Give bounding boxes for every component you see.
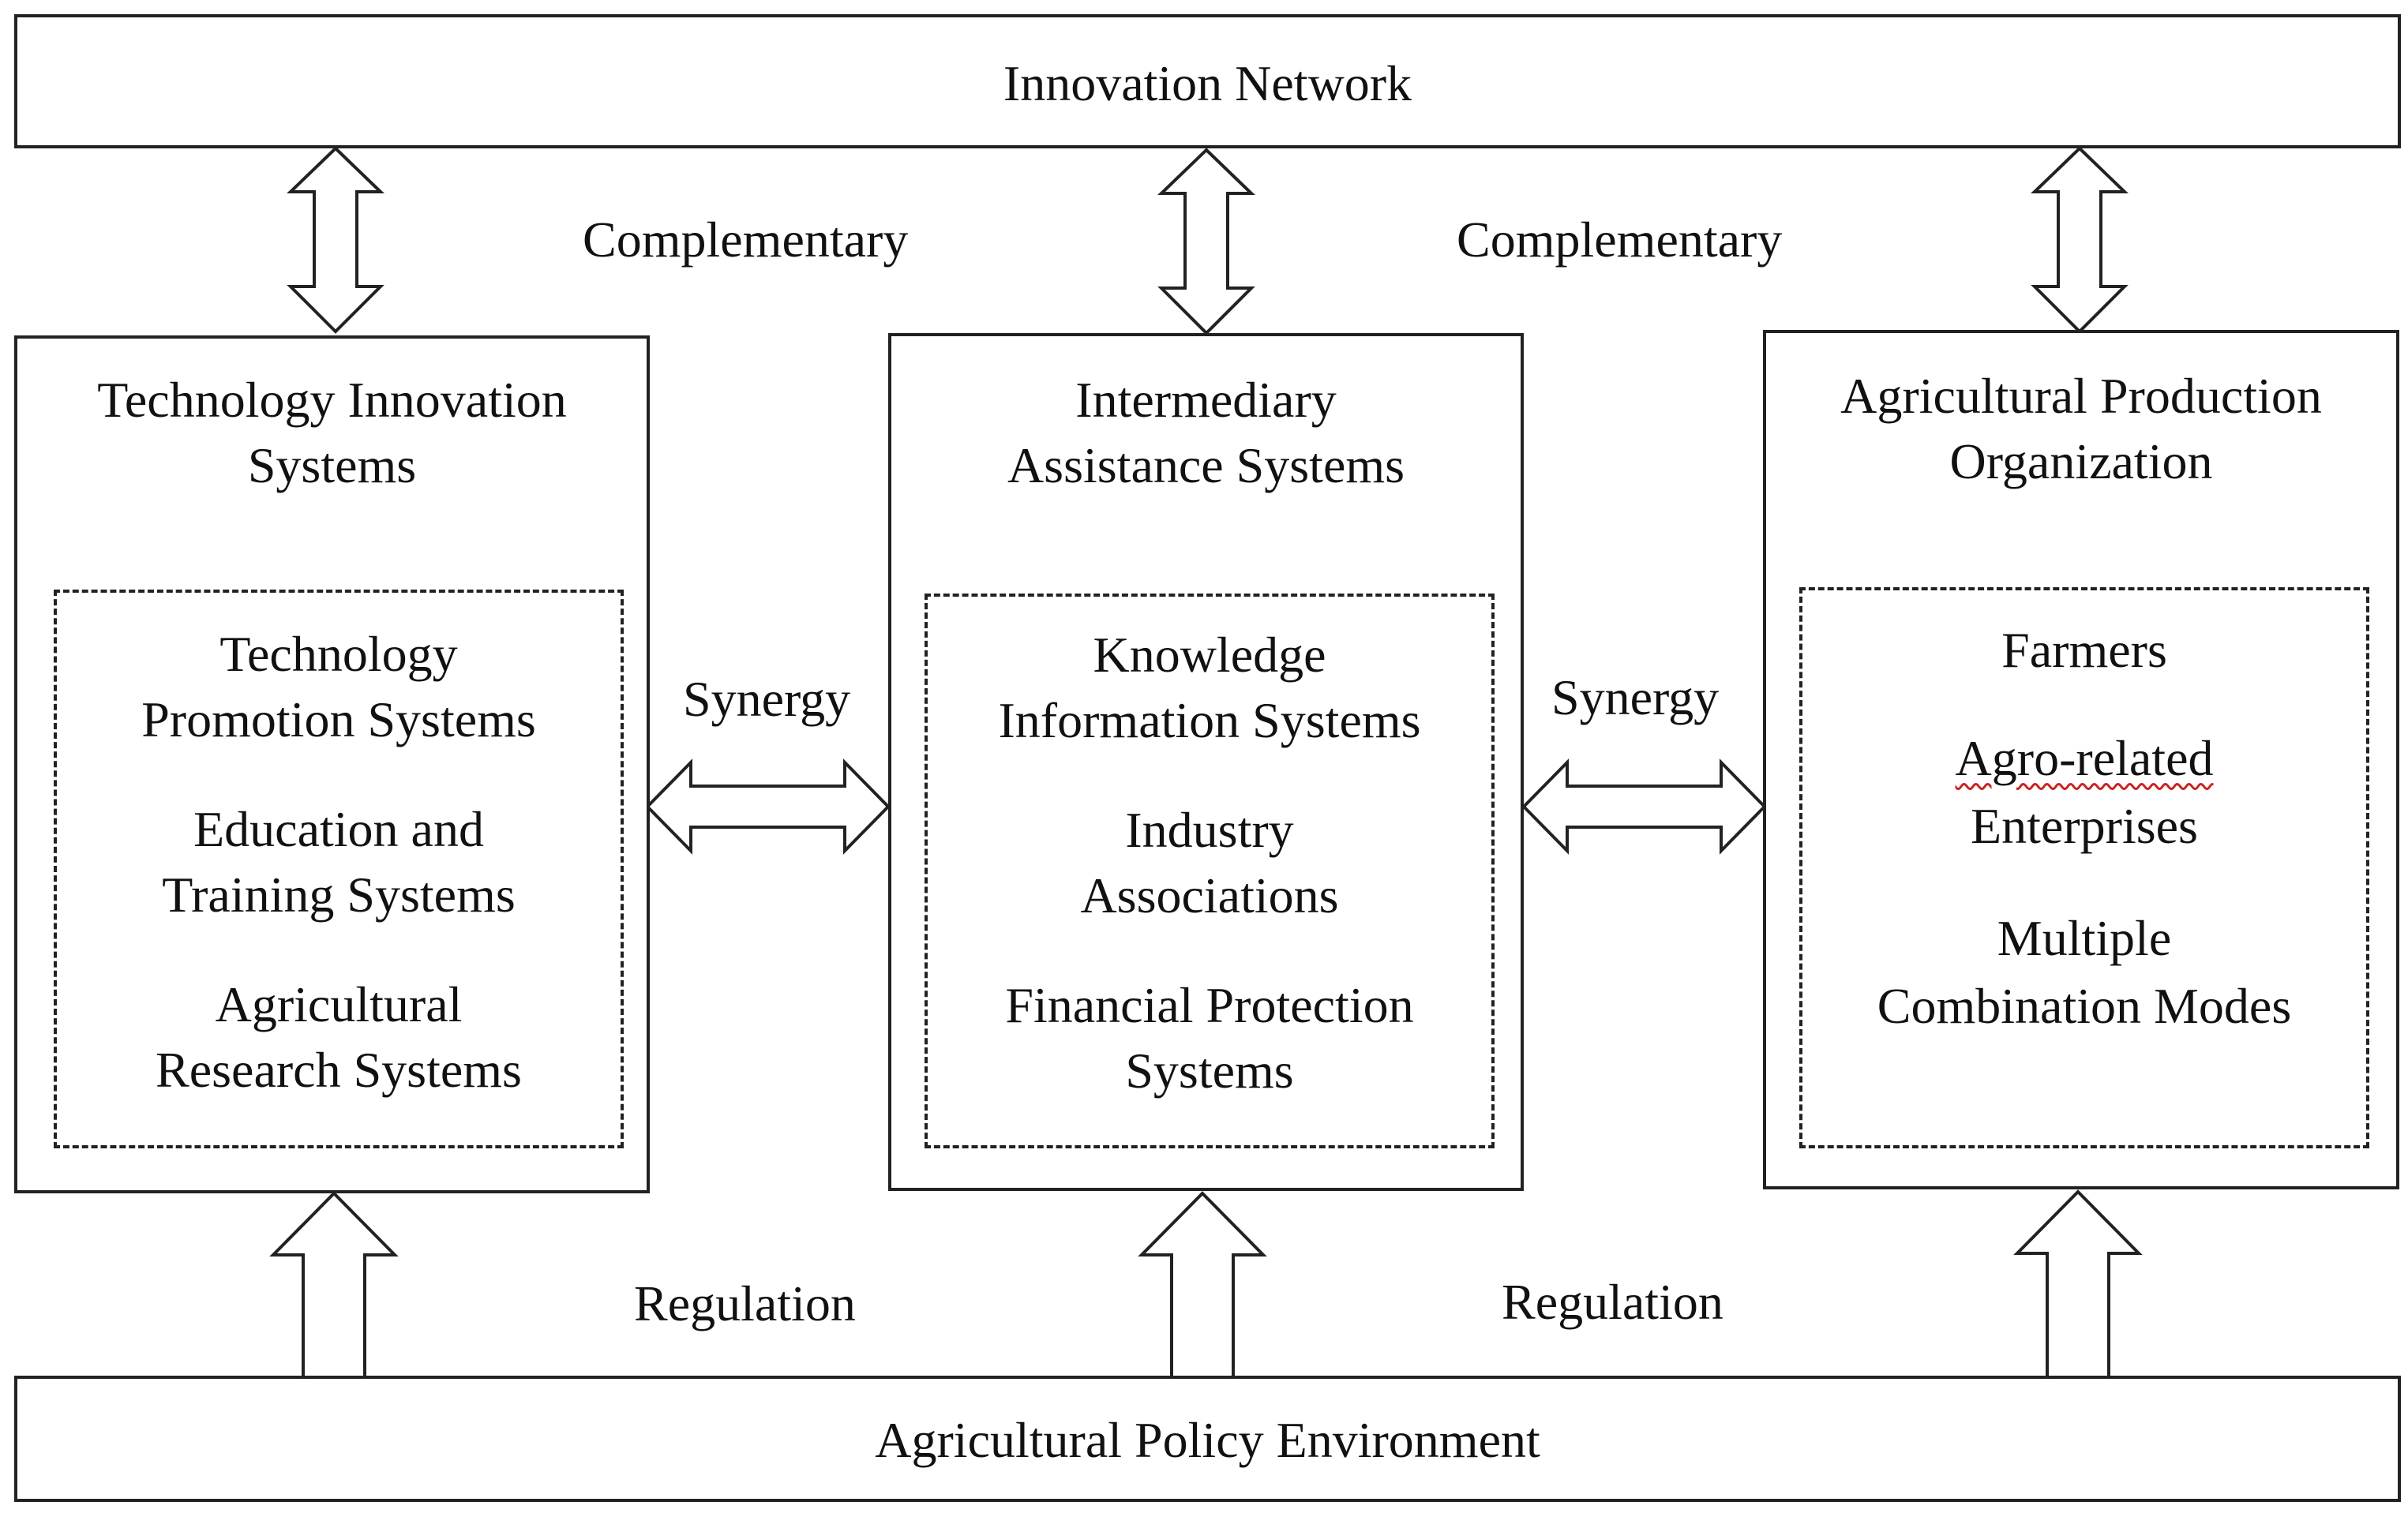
technology-promotion-systems-item: Technology Promotion Systems	[57, 621, 621, 752]
title-line: Assistance Systems	[1007, 437, 1405, 493]
financial-protection-systems-item: Financial Protection Systems	[928, 972, 1491, 1103]
industry-associations-item: Industry Associations	[928, 797, 1491, 928]
up-arrow-regulation-production	[2013, 1189, 2143, 1379]
education-training-systems-item: Education and Training Systems	[57, 796, 621, 927]
double-arrow-network-technology	[287, 146, 384, 334]
complementary-label-right: Complementary	[1457, 212, 1783, 268]
regulation-label-left: Regulation	[634, 1275, 856, 1331]
title-line: Intermediary	[1075, 372, 1337, 428]
agricultural-policy-environment-bar: Agricultural Policy Environment	[14, 1376, 2401, 1502]
item-line: Multiple	[1997, 910, 2172, 966]
technology-innovation-systems-box: Technology Innovation Systems Technology…	[14, 335, 650, 1193]
agricultural-production-organization-box: Agricultural Production Organization Far…	[1763, 330, 2399, 1189]
innovation-network-bar: Innovation Network	[14, 14, 2401, 148]
item-line: Agro-related	[1955, 730, 2214, 786]
item-line: Knowledge	[1093, 627, 1326, 683]
item-line: Enterprises	[1971, 798, 2198, 854]
item-line: Combination Modes	[1877, 978, 2292, 1034]
agricultural-production-organization-title: Agricultural Production Organization	[1766, 363, 2396, 494]
item-line: Systems	[1125, 1043, 1294, 1099]
agricultural-production-subsystems: Farmers Agro-related Enterprises Multipl…	[1799, 587, 2369, 1148]
title-line: Agricultural Production	[1840, 368, 2322, 424]
agro-related-enterprises-item: Agro-related Enterprises	[1802, 725, 2366, 860]
item-line: Education and	[193, 801, 484, 857]
intermediary-assistance-systems-box: Intermediary Assistance Systems Knowledg…	[888, 333, 1524, 1191]
farmers-item: Farmers	[1802, 617, 2366, 683]
item-line: Financial Protection	[1005, 977, 1414, 1033]
technology-innovation-systems-title: Technology Innovation Systems	[17, 367, 647, 498]
up-arrow-regulation-technology	[269, 1191, 399, 1379]
double-arrow-synergy-right	[1521, 758, 1767, 855]
item-line: Associations	[1080, 867, 1339, 923]
item-line: Training Systems	[162, 867, 516, 923]
technology-innovation-subsystems: Technology Promotion Systems Education a…	[54, 590, 624, 1148]
item-line: Promotion Systems	[141, 691, 536, 747]
double-arrow-synergy-left	[645, 758, 891, 855]
double-arrow-network-intermediary	[1157, 148, 1255, 335]
knowledge-information-systems-item: Knowledge Information Systems	[928, 622, 1491, 753]
complementary-label-left: Complementary	[583, 212, 909, 268]
regulation-label-right: Regulation	[1502, 1274, 1723, 1330]
title-line: Systems	[247, 437, 417, 493]
item-line: Industry	[1125, 802, 1294, 858]
innovation-network-label: Innovation Network	[1003, 55, 1412, 111]
agricultural-research-systems-item: Agricultural Research Systems	[57, 972, 621, 1103]
multiple-combination-modes-item: Multiple Combination Modes	[1802, 904, 2366, 1040]
item-line: Research Systems	[156, 1042, 522, 1098]
item-line: Agricultural	[215, 976, 463, 1032]
item-line: Farmers	[2001, 622, 2167, 678]
synergy-label-right: Synergy	[1551, 669, 1720, 725]
item-line: Technology	[219, 626, 458, 682]
title-line: Technology Innovation	[97, 372, 567, 428]
title-line: Organization	[1949, 433, 2213, 489]
intermediary-assistance-systems-title: Intermediary Assistance Systems	[891, 367, 1521, 498]
synergy-label-left: Synergy	[683, 671, 851, 727]
agricultural-policy-environment-label: Agricultural Policy Environment	[875, 1412, 1540, 1468]
double-arrow-network-production	[2031, 146, 2129, 334]
item-line: Information Systems	[998, 692, 1421, 748]
up-arrow-regulation-intermediary	[1138, 1191, 1267, 1379]
intermediary-assistance-subsystems: Knowledge Information Systems Industry A…	[925, 594, 1495, 1148]
